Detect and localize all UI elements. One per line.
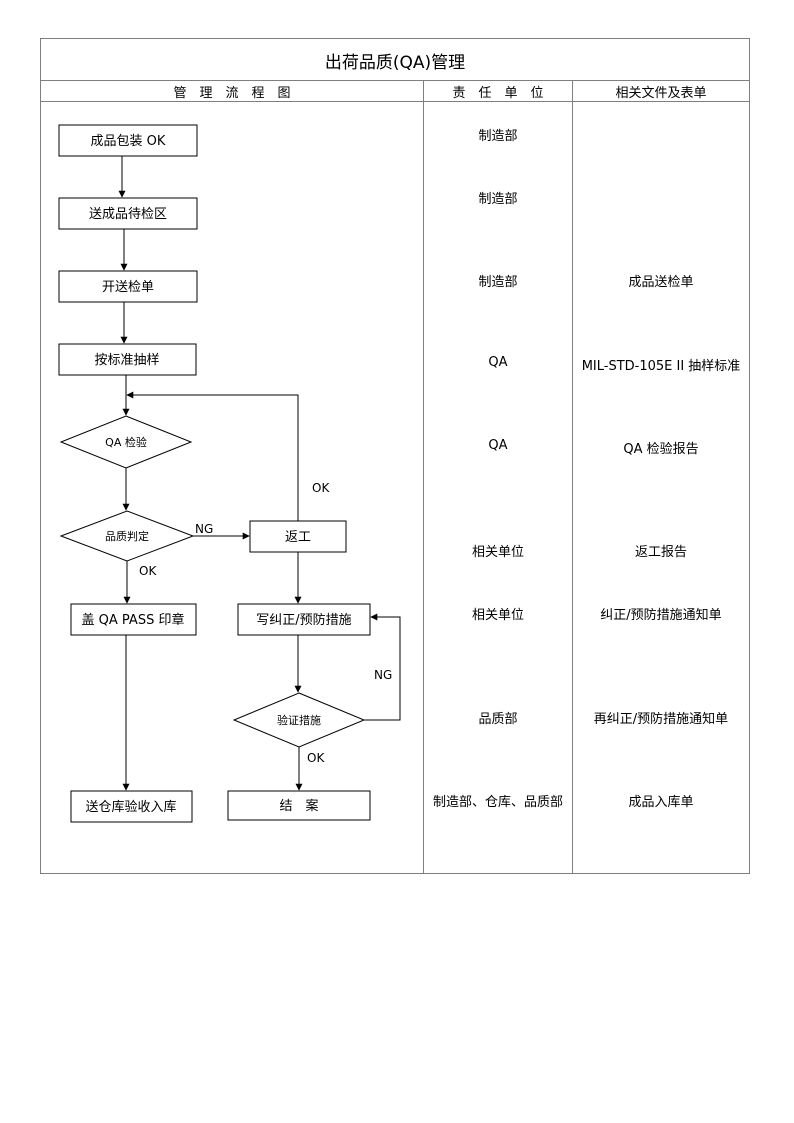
- dept-cell-9: 制造部、仓库、品质部: [432, 795, 563, 810]
- dept-cell-1: 制造部: [478, 129, 518, 144]
- column-divider-2: [572, 80, 573, 874]
- header-divider: [40, 101, 750, 102]
- label-ok-verify: OK: [307, 751, 325, 765]
- column-divider-1: [423, 80, 424, 874]
- box-pack-ok: [58, 124, 198, 157]
- label-ng-judge: NG: [195, 522, 213, 536]
- doc-cell-6: 返工报告: [634, 545, 687, 560]
- box-stamp-pass: [70, 603, 197, 636]
- box-to-wait-area-text: 送成品待检区: [89, 207, 167, 222]
- page-title: 出荷品质(QA)管理: [324, 52, 466, 73]
- box-open-request: [58, 270, 198, 303]
- dept-cell-6: 相关单位: [471, 545, 524, 560]
- label-ok-judge: OK: [139, 564, 157, 578]
- box-open-request-text: 开送检单: [102, 280, 154, 295]
- box-sampling-text: 按标准抽样: [94, 353, 159, 368]
- decision-qa-inspect-text: QA 检验: [105, 435, 147, 449]
- doc-cell-3: 成品送检单: [628, 275, 694, 290]
- box-close-case: [227, 790, 371, 821]
- dept-cell-3: 制造部: [478, 275, 518, 290]
- label-ok-rework: OK: [312, 481, 330, 495]
- box-stamp-pass-text: 盖 QA PASS 印章: [82, 612, 185, 628]
- dept-cell-7: 相关单位: [471, 608, 524, 623]
- label-ng-verify: NG: [374, 668, 392, 682]
- header-dept: 责 任 单 位: [452, 85, 544, 101]
- title-divider: [40, 80, 750, 81]
- doc-cell-5: QA 检验报告: [623, 442, 699, 457]
- dept-cell-5: QA: [488, 438, 508, 453]
- decision-quality-judge-text: 品质判定: [105, 529, 149, 543]
- decision-verify-text: 验证措施: [277, 713, 321, 727]
- box-sampling: [58, 343, 197, 376]
- table-frame: [40, 38, 750, 874]
- header-docs: 相关文件及表单: [615, 85, 707, 101]
- dept-cell-4: QA: [488, 355, 508, 370]
- box-corrective-text: 写纠正/预防措施: [256, 612, 351, 628]
- arrow-verify-ng-loop: [364, 613, 401, 721]
- dept-cell-2: 制造部: [478, 192, 518, 207]
- doc-cell-4: MIL-STD-105E II 抽样标准: [581, 359, 741, 374]
- doc-cell-9: 成品入库单: [628, 795, 694, 810]
- doc-cell-8: 再纠正/预防措施通知单: [593, 712, 729, 727]
- dept-cell-8: 品质部: [478, 712, 518, 727]
- box-pack-ok-text: 成品包装 OK: [91, 134, 166, 149]
- arrow-rework-back: [126, 391, 299, 521]
- box-corrective: [237, 603, 371, 636]
- box-warehouse-in-text: 送仓库验收入库: [85, 799, 176, 815]
- box-close-case-text: 结 案: [279, 799, 318, 814]
- box-to-wait-area: [58, 197, 198, 230]
- box-warehouse-in: [70, 790, 193, 823]
- header-flow: 管 理 流 程 图: [173, 85, 291, 101]
- doc-cell-7: 纠正/预防措施通知单: [600, 608, 722, 623]
- box-rework-text: 返工: [285, 530, 311, 545]
